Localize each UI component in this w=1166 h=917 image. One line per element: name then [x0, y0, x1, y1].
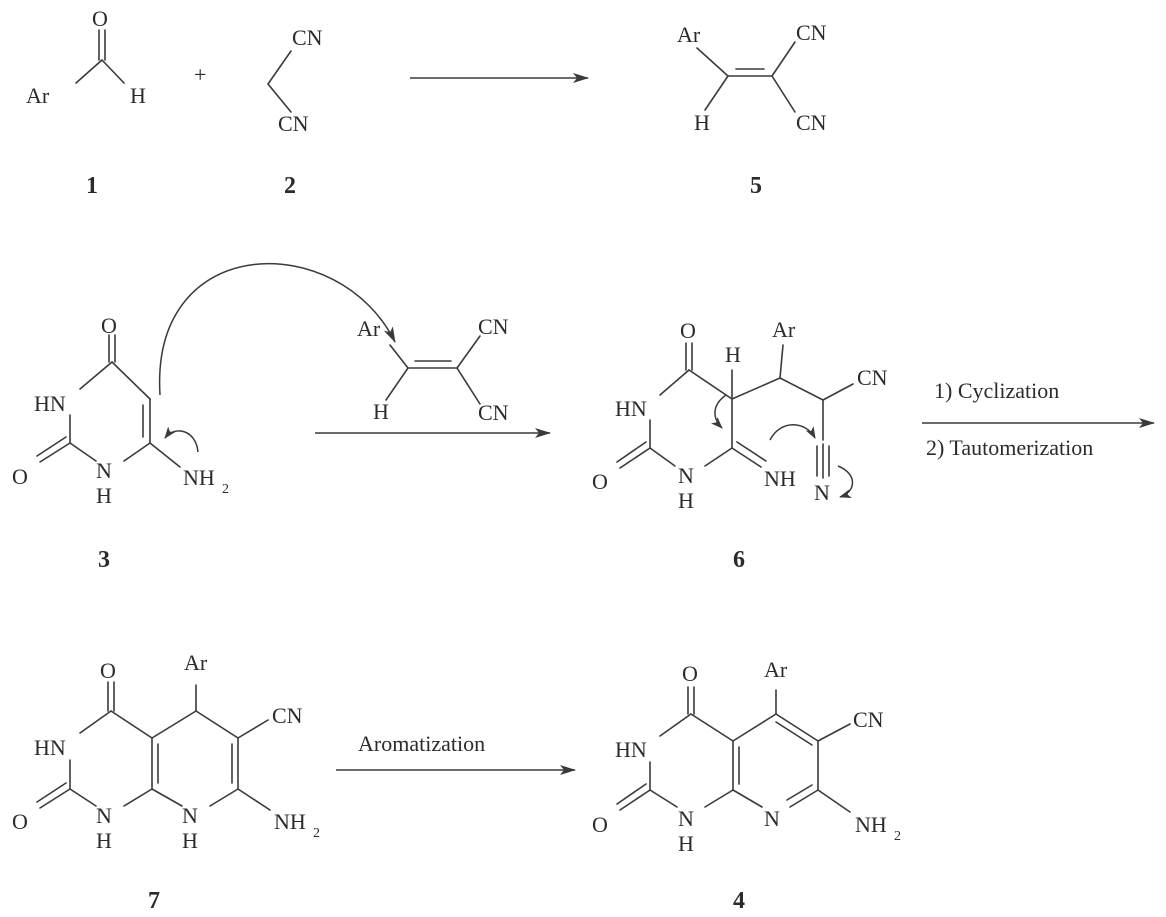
- atom-nh: NH: [764, 466, 796, 491]
- atom-h: H: [96, 828, 112, 853]
- atom-n: N: [678, 806, 694, 831]
- atom-h: H: [694, 110, 710, 135]
- atom-cn: CN: [796, 110, 827, 135]
- atom-ar: Ar: [184, 650, 208, 675]
- compound-2-malononitrile: CN CN: [267, 25, 323, 136]
- atom-h: H: [182, 828, 198, 853]
- curly-arrow-icon: [769, 424, 816, 441]
- atom-o: O: [12, 464, 28, 489]
- atom-ar: Ar: [357, 316, 381, 341]
- atom-cn: CN: [853, 707, 884, 732]
- atom-cn: CN: [478, 314, 509, 339]
- atom-o: O: [100, 658, 116, 683]
- curly-arrow-icon: [159, 262, 396, 396]
- compound-6-michael-adduct: O Ar H CN HN N H O NH N: [592, 317, 888, 513]
- atom-nh2: NH: [274, 809, 306, 834]
- atom-hn: HN: [34, 735, 66, 760]
- atom-cn: CN: [796, 20, 827, 45]
- subscript-2: 2: [222, 482, 229, 497]
- atom-n: N: [814, 480, 830, 505]
- curly-arrow-icon: [711, 394, 727, 429]
- plus-sign: +: [194, 62, 206, 87]
- atom-ar: Ar: [772, 317, 796, 342]
- atom-hn: HN: [34, 391, 66, 416]
- atom-n: N: [96, 458, 112, 483]
- compound-3-aminouracil: O HN N H O NH 2: [12, 313, 229, 508]
- atom-nh2: NH: [183, 465, 215, 490]
- step-label-aromatization: Aromatization: [358, 731, 485, 756]
- compound-label-7: 7: [148, 888, 160, 914]
- compound-label-5: 5: [750, 173, 762, 199]
- atom-n: N: [182, 803, 198, 828]
- atom-o: O: [680, 318, 696, 343]
- curly-arrow-icon: [837, 465, 854, 499]
- atom-o: O: [92, 6, 108, 31]
- atom-cn: CN: [278, 111, 309, 136]
- step-label-tautomerization: 2) Tautomerization: [926, 435, 1093, 460]
- atom-hn: HN: [615, 737, 647, 762]
- step-label-cyclization: 1) Cyclization: [934, 378, 1059, 403]
- atom-cn: CN: [292, 25, 323, 50]
- compound-5-reagent: Ar CN CN H: [357, 314, 509, 425]
- atom-n: N: [96, 803, 112, 828]
- compound-label-1: 1: [86, 173, 98, 199]
- atom-hn: HN: [615, 396, 647, 421]
- atom-o: O: [12, 809, 28, 834]
- atom-h: H: [130, 83, 146, 108]
- atom-o: O: [592, 469, 608, 494]
- compound-label-2: 2: [284, 173, 296, 199]
- atom-o: O: [592, 812, 608, 837]
- compound-label-3: 3: [98, 547, 110, 573]
- compound-5-arylidene: Ar CN CN H: [677, 20, 827, 135]
- atom-cn: CN: [478, 400, 509, 425]
- atom-cn: CN: [272, 703, 303, 728]
- atom-h: H: [678, 831, 694, 856]
- curly-arrow-icon: [164, 426, 199, 453]
- compound-label-6: 6: [733, 547, 745, 573]
- atom-ar: Ar: [26, 83, 50, 108]
- atom-o: O: [101, 313, 117, 338]
- atom-h: H: [96, 483, 112, 508]
- atom-h: H: [678, 488, 694, 513]
- atom-o: O: [682, 661, 698, 686]
- atom-h: H: [725, 342, 741, 367]
- atom-h: H: [373, 399, 389, 424]
- compound-4-final-product: O Ar CN HN N H N O NH 2: [592, 657, 901, 856]
- subscript-2: 2: [313, 826, 320, 841]
- atom-ar: Ar: [677, 22, 701, 47]
- compound-7-dihydro-product: O Ar CN HN N H N H O NH 2: [12, 650, 320, 853]
- compound-1-aldehyde: O Ar H: [26, 6, 146, 108]
- atom-ar: Ar: [764, 657, 788, 682]
- atom-nh2: NH: [855, 812, 887, 837]
- compound-label-4: 4: [733, 888, 745, 914]
- atom-n: N: [764, 806, 780, 831]
- subscript-2: 2: [894, 829, 901, 844]
- atom-n: N: [678, 463, 694, 488]
- atom-cn: CN: [857, 365, 888, 390]
